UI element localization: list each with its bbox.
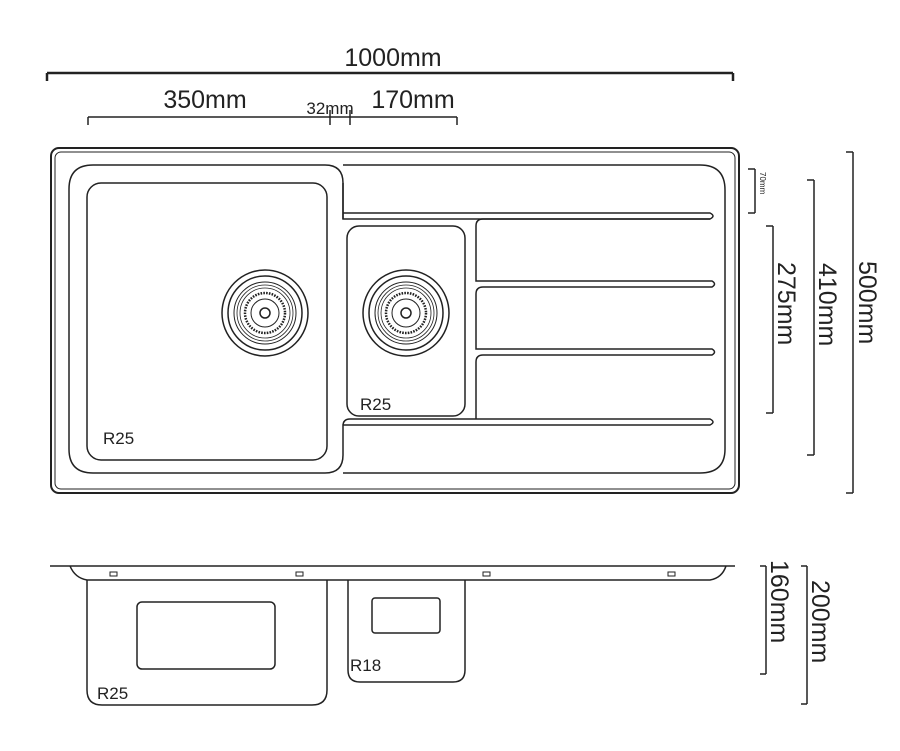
small-bowl-length-dimension: 275mm <box>766 225 800 414</box>
rim-offset-label: 70mm <box>758 172 767 195</box>
drainer-grooves <box>475 218 716 419</box>
large-bowl-width-label: 350mm <box>163 86 246 114</box>
overall-width-dimension: 500mm <box>846 151 881 494</box>
sink-plan-view: R25 R25 <box>50 147 740 494</box>
small-bowl-side-radius-label: R18 <box>350 656 381 675</box>
bowl-gap-label: 32mm <box>306 99 353 118</box>
drainer-surround <box>343 164 726 474</box>
rim-offset-dimension: 70mm <box>748 168 767 214</box>
small-bowl <box>346 225 466 417</box>
sink-inner-rim <box>54 151 736 490</box>
small-bowl-width-label: 170mm <box>371 86 454 114</box>
large-bowl <box>86 182 328 461</box>
bowl-width-dimensions: 350mm 32mm 170mm <box>87 86 458 125</box>
overall-width-label: 500mm <box>853 261 881 344</box>
large-bowl-waste-icon <box>221 269 309 357</box>
large-bowl-depth-dimension: 200mm <box>801 565 834 705</box>
large-bowl-length-dimension: 410mm <box>807 179 841 456</box>
large-bowl-depth-label: 200mm <box>806 580 834 663</box>
large-bowl-surround <box>93 164 714 220</box>
overall-length-dimension: 1000mm <box>45 44 735 81</box>
small-bowl-depth-label: 160mm <box>765 560 793 643</box>
small-bowl-radius-label: R25 <box>360 395 391 414</box>
sink-outer-rim <box>50 147 740 494</box>
small-bowl-elevation-window <box>371 597 441 634</box>
large-bowl-side-radius-label: R25 <box>97 684 128 703</box>
large-bowl-elevation-window <box>136 601 276 670</box>
sink-side-elevation: R25 R18 <box>50 565 735 706</box>
elevation-rim <box>50 565 735 581</box>
large-bowl-radius-label: R25 <box>103 429 134 448</box>
large-bowl-elevation <box>86 580 328 706</box>
small-bowl-length-label: 275mm <box>772 262 800 345</box>
large-bowl-length-label: 410mm <box>813 263 841 346</box>
small-bowl-depth-dimension: 160mm <box>760 560 793 675</box>
small-bowl-waste-icon <box>362 269 450 357</box>
small-bowl-elevation <box>347 580 466 683</box>
overall-length-label: 1000mm <box>344 44 441 72</box>
